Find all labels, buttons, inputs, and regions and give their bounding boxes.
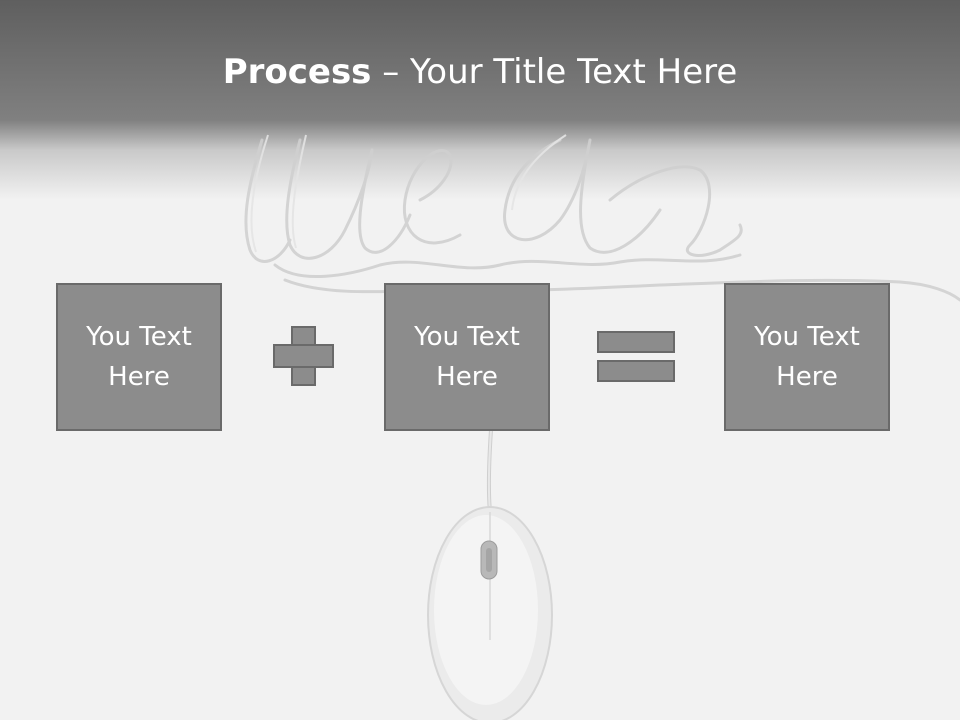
- process-box-3[interactable]: You Text Here: [724, 283, 890, 431]
- title-rest: – Your Title Text Here: [371, 52, 738, 92]
- process-box-1-text: You Text Here: [86, 322, 192, 392]
- process-box-3-text: You Text Here: [754, 322, 860, 392]
- process-box-1[interactable]: You Text Here: [56, 283, 222, 431]
- slide-title: Process – Your Title Text Here: [0, 52, 960, 92]
- process-box-2[interactable]: You Text Here: [384, 283, 550, 431]
- title-bar: [0, 0, 960, 200]
- process-box-2-text: You Text Here: [414, 322, 520, 392]
- title-bold: Process: [222, 52, 372, 92]
